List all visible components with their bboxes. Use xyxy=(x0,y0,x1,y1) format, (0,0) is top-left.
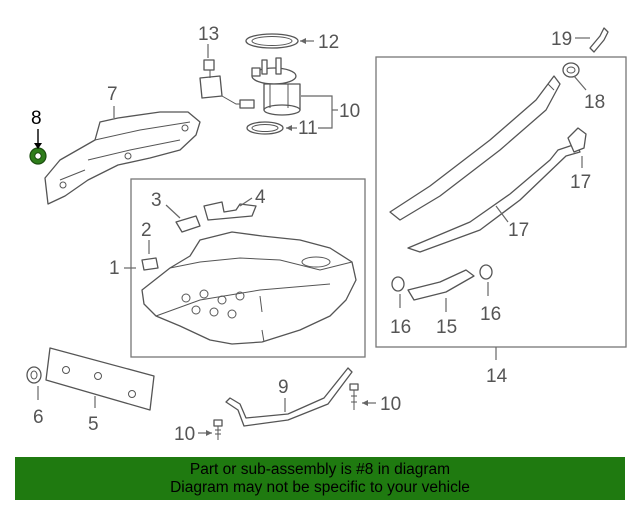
callout-17-right[interactable]: 16 xyxy=(480,304,501,325)
callout-20[interactable]: 18 xyxy=(584,92,605,113)
callout-9[interactable]: 9 xyxy=(278,377,289,398)
callout-3[interactable]: 3 xyxy=(151,190,162,211)
callout-21[interactable]: 19 xyxy=(551,29,572,50)
part-12-seal xyxy=(246,121,284,135)
callout-10-left[interactable]: 10 xyxy=(174,424,195,445)
part-18-filler-pipe xyxy=(389,75,581,253)
part-17-clamp-right xyxy=(479,264,493,280)
callout-4[interactable]: 4 xyxy=(255,187,266,208)
part-10-bolt-right xyxy=(349,383,359,410)
part-17-clamp-left xyxy=(391,276,405,292)
callout-15[interactable]: 14 xyxy=(486,366,508,387)
callout-6[interactable]: 6 xyxy=(33,407,44,428)
banner-line-2: Diagram may not be specific to your vehi… xyxy=(170,479,470,496)
callout-16[interactable]: 15 xyxy=(436,317,457,338)
callout-5[interactable]: 5 xyxy=(88,414,99,435)
part-16-hose xyxy=(407,269,475,301)
part-14-sender-harness xyxy=(199,59,255,109)
part-7-heat-shield xyxy=(44,111,201,205)
callout-13[interactable]: 12 xyxy=(318,32,339,53)
filler-pipe-group-box xyxy=(375,56,627,348)
callout-7[interactable]: 7 xyxy=(107,84,118,105)
part-21-vent-valve xyxy=(589,27,609,53)
part-20-filler-cap xyxy=(562,62,580,78)
part-6-grommet xyxy=(26,366,42,384)
callout-18[interactable]: 17 xyxy=(508,220,529,241)
callout-10-right[interactable]: 10 xyxy=(380,394,401,415)
part-9-strap xyxy=(225,367,353,427)
callout-19[interactable]: 17 xyxy=(570,172,591,193)
callout-17-left[interactable]: 16 xyxy=(390,317,411,338)
part-10-bolt-left xyxy=(213,419,223,440)
part-19-bracket xyxy=(567,127,587,153)
part-8-nut[interactable] xyxy=(29,129,47,165)
callout-11[interactable]: 10 xyxy=(339,101,360,122)
callout-12[interactable]: 11 xyxy=(298,118,318,139)
part-2-pad xyxy=(141,257,159,271)
callout-8[interactable]: 8 xyxy=(31,108,42,129)
info-banner: Part or sub-assembly is #8 in diagram Di… xyxy=(15,457,625,500)
part-3-pad xyxy=(175,215,201,233)
callout-1[interactable]: 1 xyxy=(109,258,120,279)
part-13-lock-ring xyxy=(245,33,299,49)
callout-14[interactable]: 13 xyxy=(198,24,219,45)
part-1-fuel-tank xyxy=(141,231,357,345)
callout-2[interactable]: 2 xyxy=(141,220,152,241)
banner-line-1: Part or sub-assembly is #8 in diagram xyxy=(189,461,451,478)
part-11-fuel-pump-module xyxy=(251,57,301,116)
part-4-bracket xyxy=(203,201,257,221)
part-5-shield-plate xyxy=(45,347,155,411)
